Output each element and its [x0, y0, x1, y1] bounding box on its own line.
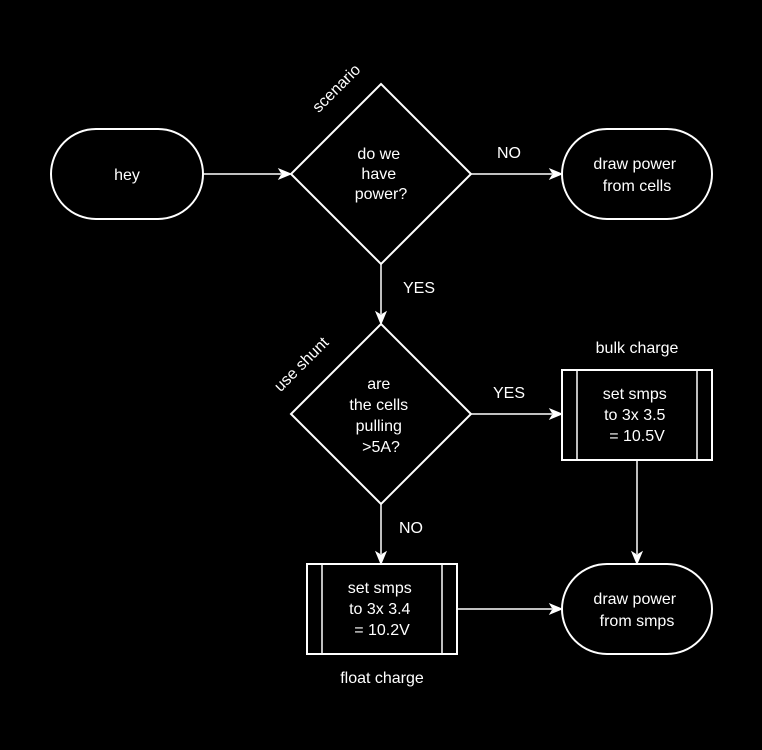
node-cells-check-line-1: are — [367, 376, 390, 393]
terminal-shape-draw-smps — [561, 563, 713, 655]
node-float-set-line-2: to 3x 3.4 — [349, 601, 410, 618]
node-float-set: set smps to 3x 3.4 = 10.2V — [306, 563, 458, 655]
node-cells-check: are the cells pulling >5A? — [289, 322, 473, 506]
annotation-float-charge: float charge — [340, 670, 424, 687]
arrowhead-start-to-power-check — [277, 167, 293, 181]
node-bulk-set-line-2: to 3x 3.5 — [604, 407, 665, 424]
node-draw-cells: draw power from cells — [561, 128, 713, 220]
arrowhead-cells-check-to-float-set — [374, 550, 388, 566]
arrowhead-float-set-to-draw-smps — [548, 602, 564, 616]
edge-label-no-power: NO — [497, 145, 521, 162]
node-cells-check-line-2: the cells — [349, 397, 408, 414]
process-shape-bulk-set — [561, 369, 713, 461]
node-draw-smps: draw power from smps — [561, 563, 713, 655]
node-power-check-line-3: power? — [355, 186, 408, 203]
node-draw-cells-line-2: from cells — [603, 178, 671, 195]
arrowhead-bulk-set-to-draw-smps — [630, 550, 644, 566]
node-float-set-line-3: = 10.2V — [354, 622, 410, 639]
node-power-check: do we have power? — [289, 82, 473, 266]
node-bulk-set-label: set smps to 3x 3.5 = 10.5V — [603, 386, 671, 445]
process-shape-float-set — [306, 563, 458, 655]
edge-label-yes-cells: YES — [493, 385, 525, 402]
arrowhead-power-check-to-draw-cells — [548, 167, 564, 181]
node-power-check-label: do we have power? — [355, 146, 408, 203]
edge-label-no-cells: NO — [399, 520, 423, 537]
node-bulk-set: set smps to 3x 3.5 = 10.5V — [561, 369, 713, 461]
arrowhead-cells-check-to-bulk-set — [548, 407, 564, 421]
node-draw-cells-label: draw power from cells — [593, 156, 680, 195]
node-draw-cells-line-1: draw power — [593, 156, 676, 173]
node-draw-smps-line-1: draw power — [593, 591, 676, 608]
node-cells-check-label: are the cells pulling >5A? — [349, 376, 412, 456]
terminal-shape-draw-cells — [561, 128, 713, 220]
node-bulk-set-line-1: set smps — [603, 386, 667, 403]
node-float-set-label: set smps to 3x 3.4 = 10.2V — [348, 580, 416, 639]
edge-label-yes-power: YES — [403, 280, 435, 297]
node-bulk-set-line-3: = 10.5V — [609, 428, 665, 445]
node-float-set-line-1: set smps — [348, 580, 412, 597]
node-draw-smps-label: draw power from smps — [593, 591, 680, 630]
decision-shape-power-check — [289, 82, 473, 266]
node-start-label: hey — [114, 167, 140, 184]
decision-shape-cells-check — [289, 322, 473, 506]
node-start: hey — [50, 128, 204, 220]
node-power-check-line-1: do we — [357, 146, 400, 163]
terminal-shape-start — [50, 128, 204, 220]
node-cells-check-line-4: >5A? — [362, 439, 400, 456]
arrowhead-power-check-to-cells-check — [374, 310, 388, 326]
edges — [203, 167, 644, 616]
node-draw-smps-line-2: from smps — [600, 613, 675, 630]
node-cells-check-line-3: pulling — [356, 418, 402, 435]
node-start-line-1: hey — [114, 167, 140, 184]
annotation-bulk-charge: bulk charge — [596, 340, 679, 357]
node-power-check-line-2: have — [361, 166, 396, 183]
